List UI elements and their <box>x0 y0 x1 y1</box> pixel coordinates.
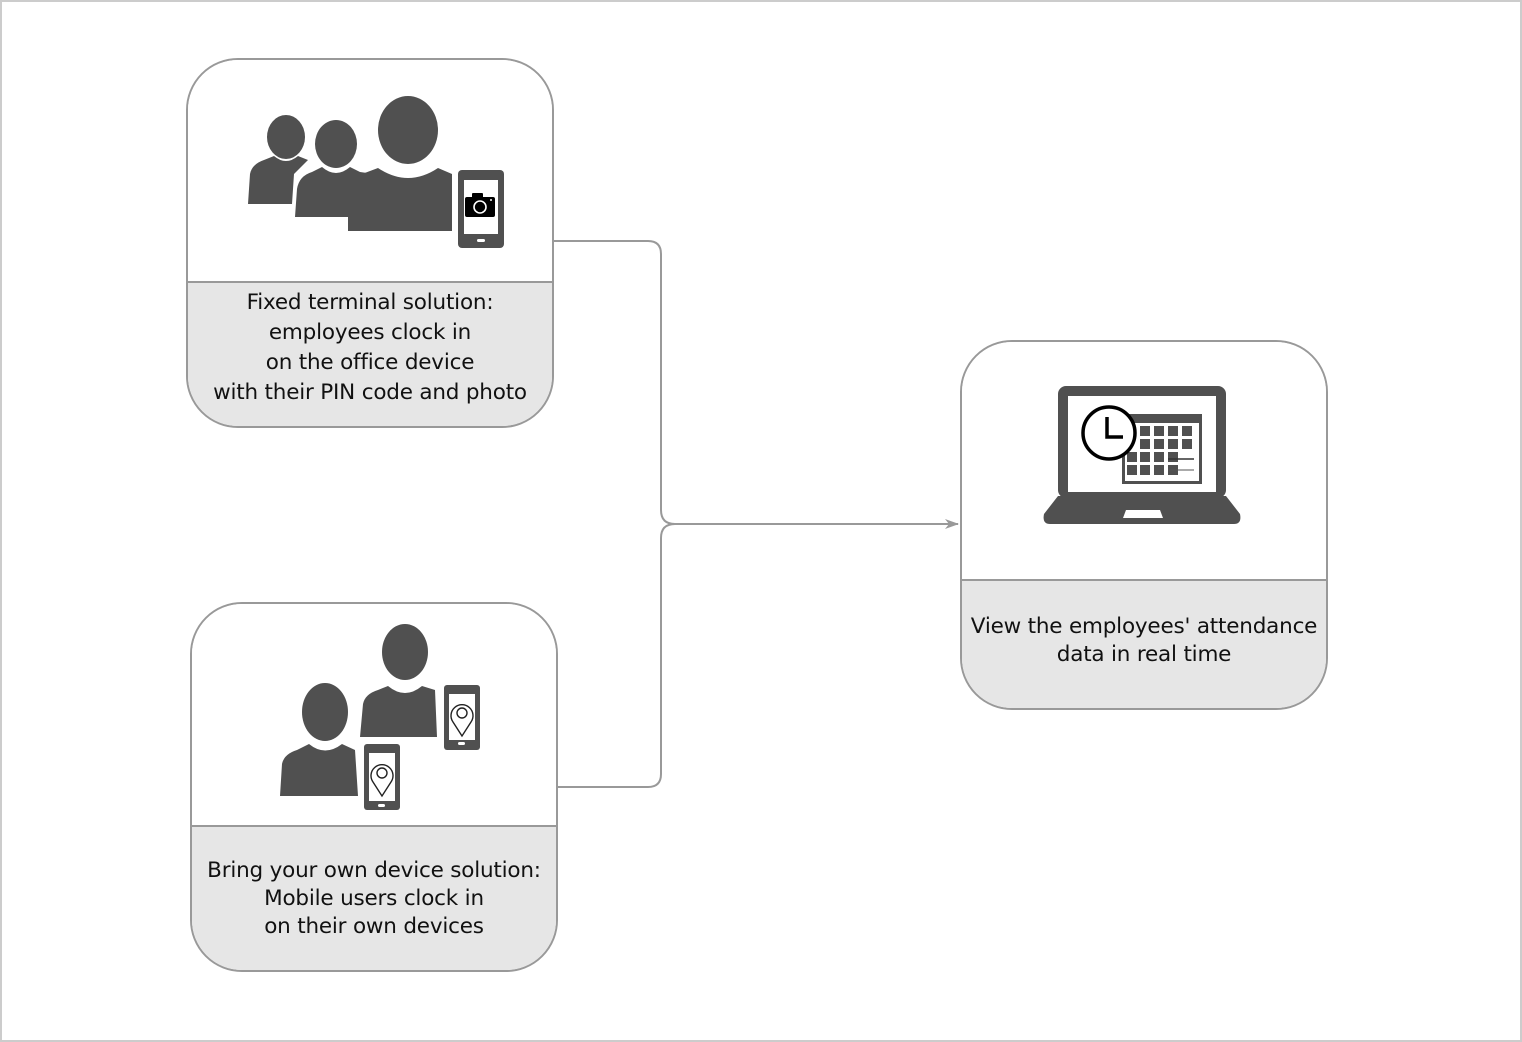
users-with-location-phones-icon <box>280 624 480 810</box>
node-label-area: Fixed terminal solution: employees clock… <box>188 281 552 426</box>
node-label: Bring your own device solution: Mobile u… <box>207 857 541 939</box>
laptop-clock-calendar-icon <box>1043 386 1241 524</box>
node-view-attendance[interactable]: View the employees' attendance data in r… <box>960 340 1328 710</box>
node-label: Fixed terminal solution: employees clock… <box>213 289 527 405</box>
node-label-area: View the employees' attendance data in r… <box>962 579 1326 708</box>
node-byod[interactable]: Bring your own device solution: Mobile u… <box>190 602 558 972</box>
node-label: View the employees' attendance data in r… <box>970 613 1318 667</box>
node-label-area: Bring your own device solution: Mobile u… <box>192 825 556 970</box>
node-icon-area <box>962 342 1326 579</box>
node-fixed-terminal[interactable]: Fixed terminal solution: employees clock… <box>186 58 554 428</box>
node-icon-area <box>192 604 556 825</box>
connector-byod-to-view[interactable] <box>558 523 676 788</box>
connector-fixed-to-view[interactable] <box>554 240 959 529</box>
group-with-camera-phone-icon <box>248 96 504 248</box>
node-icon-area <box>188 60 552 281</box>
